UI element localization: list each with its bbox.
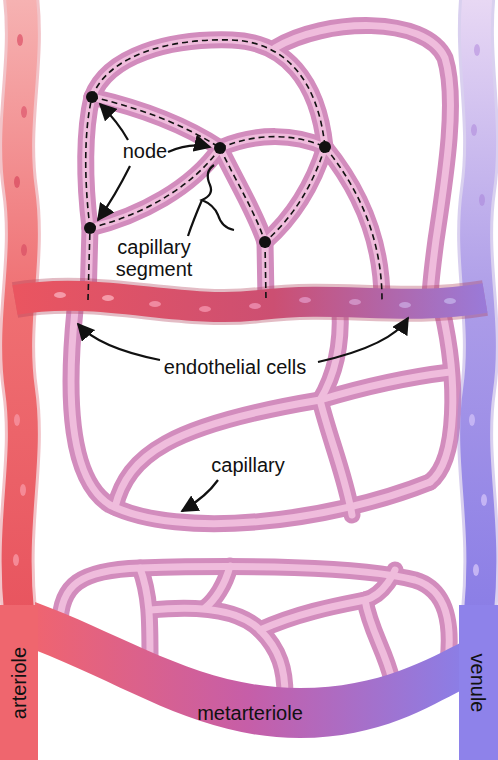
endothelial-cell-group [13, 34, 487, 576]
vessel-name: metarteriole [197, 702, 303, 724]
endothelial-cell [21, 106, 27, 118]
endothelial-cell [469, 414, 475, 426]
graph-node-dot [84, 222, 96, 234]
endothelial-cell [102, 295, 114, 301]
capillary-lumen [325, 147, 382, 300]
endothelial-cell [399, 302, 411, 308]
graph-node-dot [86, 91, 98, 103]
capillary-lumen [260, 570, 395, 630]
endothelial-cell [14, 176, 20, 188]
endothelial-cell [20, 484, 26, 496]
leader-arrow [78, 324, 160, 360]
capillary-tube [320, 400, 352, 515]
dashed-segment [265, 242, 266, 300]
capillary-tube [115, 400, 320, 507]
capillary-lumen [205, 566, 230, 608]
callout-label: endothelial cells [140, 356, 330, 378]
capillary-lumen [265, 147, 325, 242]
segment-brace [202, 165, 234, 230]
capillary-lumen [320, 310, 340, 400]
callout-label: capillary segment [98, 236, 210, 280]
capillary-walls [60, 26, 453, 695]
leader-arrow [100, 104, 128, 140]
leader-line [188, 200, 202, 236]
capillary-tube [92, 40, 325, 147]
capillary-tube [86, 97, 92, 228]
capillary-lumen [115, 400, 320, 507]
endothelial-cell [17, 34, 23, 46]
capillary-tube [205, 566, 230, 608]
capillary-highlights [60, 26, 453, 695]
callout-label: node [118, 140, 172, 162]
capillary-lumen [92, 40, 325, 147]
dashed-segment [88, 228, 90, 300]
endothelial-cell [299, 297, 311, 303]
capillary-tube [265, 147, 325, 242]
endothelial-cell [21, 244, 27, 256]
graph-nodes [84, 91, 331, 248]
metarteriole-vessel [35, 602, 462, 738]
leader-arrow [182, 480, 218, 511]
endothelial-cell [13, 554, 19, 566]
segment-graph [86, 40, 382, 300]
endothelial-cell [14, 414, 20, 426]
capillary-lumen [275, 26, 450, 300]
dashed-segment [92, 40, 325, 147]
endothelial-cell [473, 564, 479, 576]
endothelial-cell [471, 124, 477, 136]
capillary-tube [325, 147, 382, 300]
venule-band: venule [459, 605, 498, 760]
capillary-lumen [320, 400, 352, 515]
endothelial-cell [349, 299, 361, 305]
capillary-tube [220, 137, 325, 148]
callout-label: capillary [200, 454, 296, 476]
endothelial-cell [149, 301, 161, 307]
capillary-tube [430, 310, 453, 482]
capillary-tube [320, 372, 450, 400]
endothelial-cell [249, 303, 261, 309]
vessel-name: venule [468, 653, 490, 712]
capillary-lumen [365, 600, 392, 680]
graph-node-dot [259, 236, 271, 248]
endothelial-cell [444, 298, 456, 304]
endothelial-cell [199, 306, 211, 312]
capillary-tube [275, 26, 450, 300]
leader-arrow [318, 318, 408, 362]
arteriole-band: arteriole [0, 605, 38, 760]
capillary-lumen [86, 97, 92, 228]
graph-node-dot [319, 141, 331, 153]
dashed-segment [86, 97, 92, 228]
capillary-lumen [220, 137, 325, 148]
leader-arrow [168, 145, 210, 152]
endothelial-cell [481, 494, 487, 506]
endothelial-cell [474, 44, 480, 56]
dashed-segment [325, 147, 382, 300]
leader-arrow [98, 166, 130, 220]
dashed-segment [265, 147, 325, 242]
capillary-tube [71, 310, 430, 524]
capillary-lumen [430, 310, 453, 482]
leader-lines [78, 104, 408, 511]
endothelial-cell [54, 292, 66, 298]
endothelial-cell [479, 194, 485, 206]
capillary-lumen [320, 372, 450, 400]
vessel-name: arteriole [8, 646, 30, 718]
metarteriole-band: metarteriole [180, 698, 320, 728]
dashed-segment [220, 137, 325, 148]
capillary-tube [365, 600, 392, 680]
graph-node-dot [214, 142, 226, 154]
capillary-lumen [71, 310, 430, 524]
